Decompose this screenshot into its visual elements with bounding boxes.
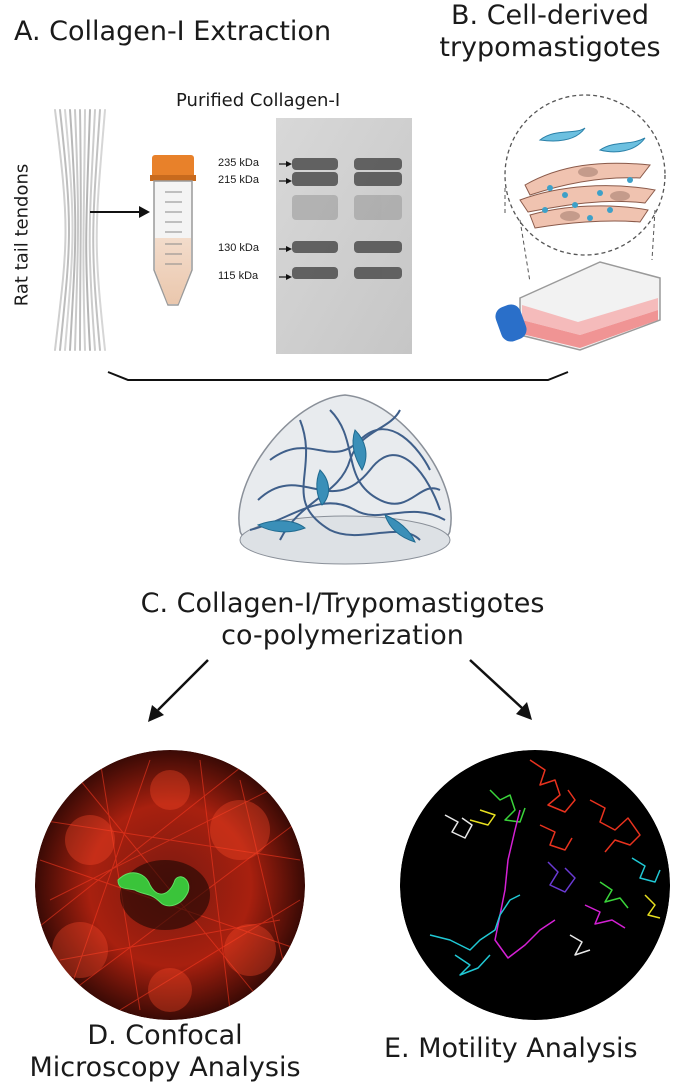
- confocal-image: [35, 750, 305, 1020]
- motility-image: [400, 750, 670, 1020]
- merge-bracket: [108, 372, 568, 380]
- culture-flask: [493, 262, 660, 350]
- arrow-tendon-to-tube: [90, 206, 150, 218]
- collagen-gel-drop: [239, 395, 451, 564]
- arrow-to-confocal: [148, 660, 208, 722]
- arrow-to-motility: [470, 660, 532, 720]
- rat-tail-tendons: [55, 110, 105, 350]
- conical-tube: [150, 155, 196, 305]
- gel-image: [276, 118, 412, 354]
- cell-culture-zoom: [505, 95, 665, 282]
